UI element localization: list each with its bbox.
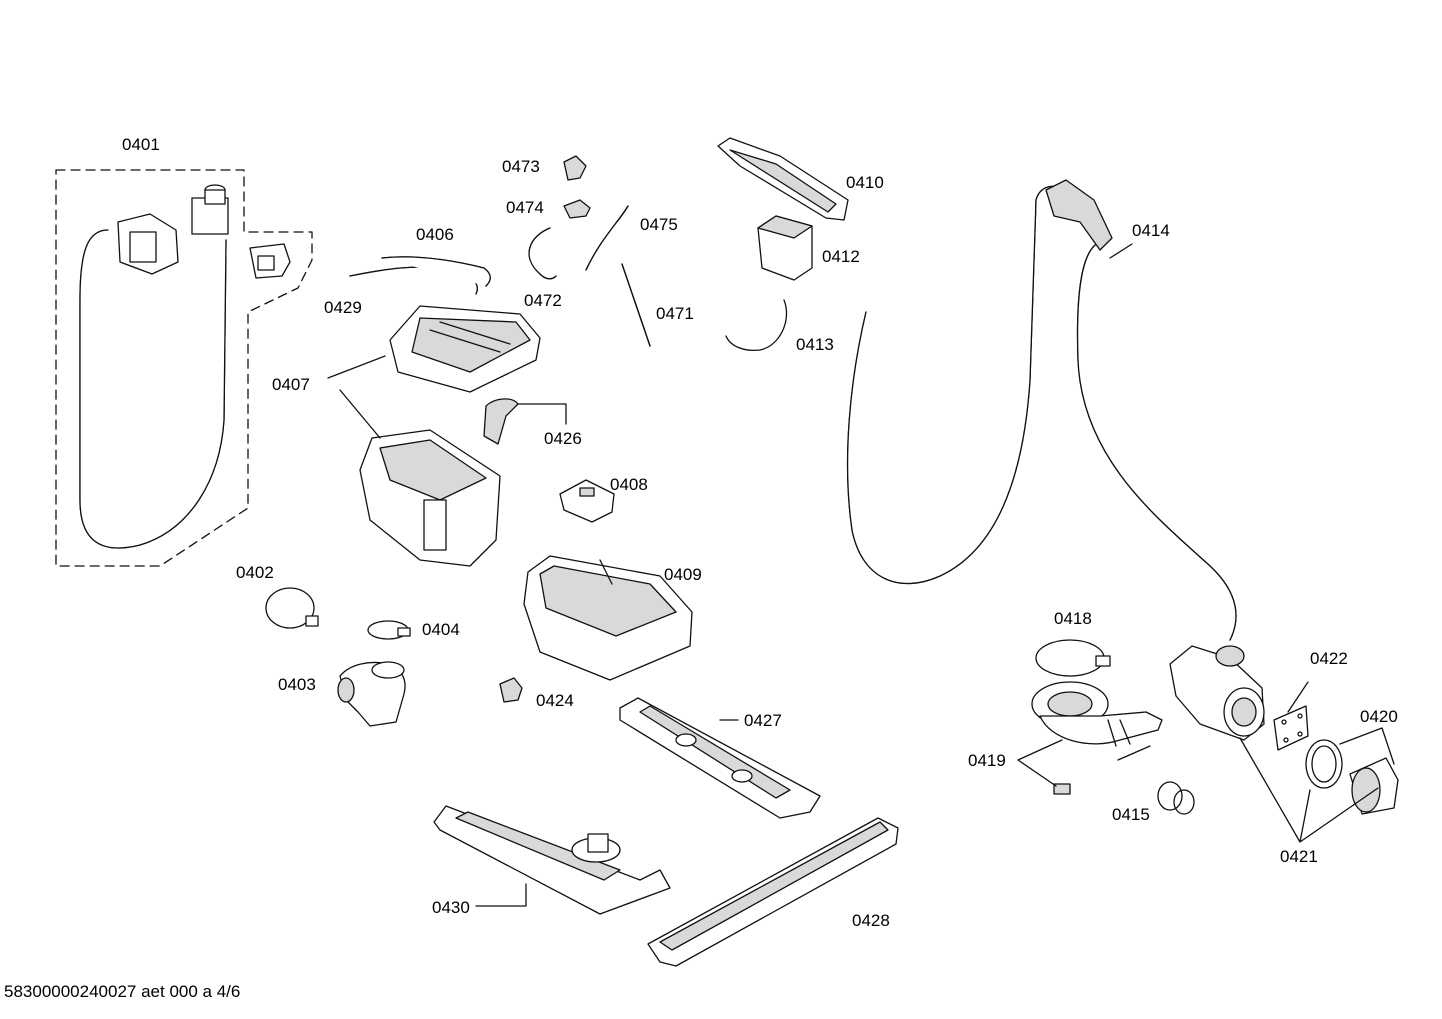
part-0422-plate [1273,681,1309,751]
part-0472-hose [528,227,557,280]
label-0412: 0412 [822,247,860,266]
part-0475-hose [585,205,629,271]
part-0426-seal [483,398,567,445]
label-0428: 0428 [852,911,890,930]
label-0430: 0430 [432,898,470,917]
part-0414-drain-hose [1045,179,1237,641]
label-0401: 0401 [122,135,160,154]
part-0406-0429-hoses [349,256,491,295]
part-0403-bellows [337,661,406,727]
part-0410-bracket [717,137,849,221]
label-0410: 0410 [846,173,884,192]
part-0418-clamp [1035,639,1111,677]
label-0472: 0472 [524,291,562,310]
label-0415: 0415 [1112,805,1150,824]
part-drain-pump [1169,645,1265,741]
label-0422: 0422 [1310,649,1348,668]
label-0409: 0409 [664,565,702,584]
part-0427-bracket [619,697,821,819]
part-0401-inlet-hose-group [55,169,313,567]
label-0408: 0408 [610,475,648,494]
part-0404-clamp [367,620,411,640]
label-0418: 0418 [1054,609,1092,628]
label-0426: 0426 [544,429,582,448]
part-0473-connector [563,155,587,181]
label-0413: 0413 [796,335,834,354]
label-0475: 0475 [640,215,678,234]
label-0471: 0471 [656,304,694,323]
label-0421: 0421 [1280,847,1318,866]
label-0419: 0419 [968,751,1006,770]
label-0474: 0474 [506,198,544,217]
part-0424-plug [499,677,523,703]
part-0430-bracket [433,805,671,915]
part-0419-sump-bellows [1017,681,1163,795]
label-0424: 0424 [536,691,574,710]
part-0402-clamp [265,587,319,629]
part-0413-hose [725,299,788,352]
label-0429: 0429 [324,298,362,317]
part-0474-connector [563,199,591,219]
label-0420: 0420 [1360,707,1398,726]
label-0407: 0407 [272,375,310,394]
label-0473: 0473 [502,157,540,176]
label-0406: 0406 [416,225,454,244]
part-0420-filter [1239,727,1399,843]
label-0414: 0414 [1132,221,1170,240]
label-0404: 0404 [422,620,460,639]
label-0402: 0402 [236,563,274,582]
label-0427: 0427 [744,711,782,730]
part-0409-detergent-drawer [523,555,693,681]
document-footer-code: 58300000240027 aet 000 a 4/6 [4,982,240,1001]
part-0408-clip [559,479,615,523]
part-0407-dispenser-housing [327,305,541,567]
label-0403: 0403 [278,675,316,694]
part-0415-clip [1157,781,1195,815]
part-0428-cover-strip [647,817,899,967]
part-drain-hose-left [846,185,1067,585]
part-0412-pressure-switch [757,215,813,281]
part-0471-hose [621,263,651,347]
